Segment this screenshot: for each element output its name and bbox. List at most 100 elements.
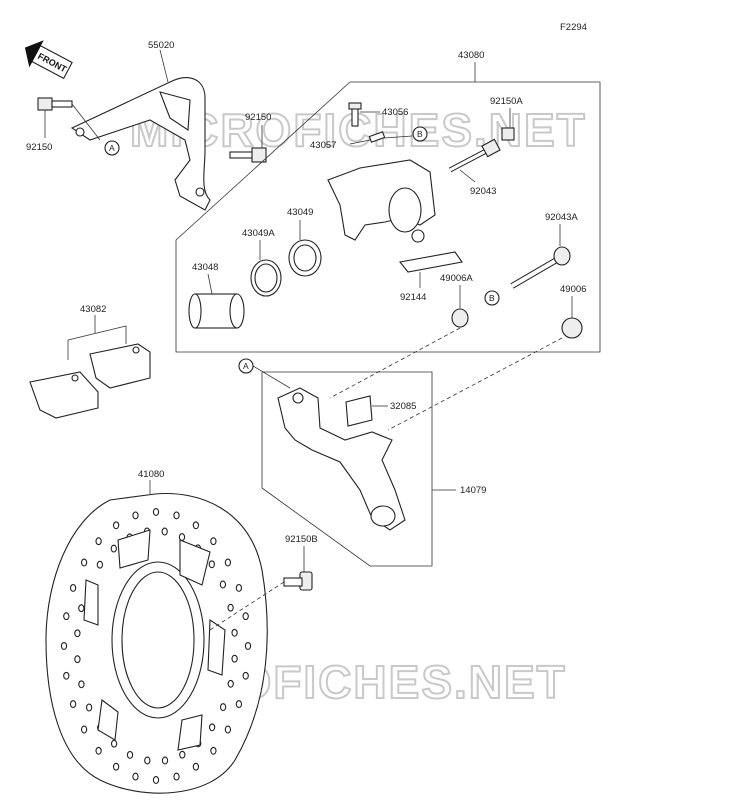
- label-43049A: 43049A: [242, 228, 275, 239]
- disc-hole: [242, 671, 249, 680]
- diagram-code: F2294: [560, 22, 587, 33]
- caliper-assembly-outline: [175, 81, 601, 353]
- disc-hole: [208, 723, 216, 732]
- label-43056: 43056: [382, 107, 408, 118]
- disc-hole: [192, 521, 200, 530]
- label-92144: 92144: [400, 292, 426, 303]
- disc-hole: [69, 700, 77, 709]
- disc-hole: [235, 700, 243, 709]
- disc-hole: [224, 725, 232, 734]
- label-41080: 41080: [138, 469, 164, 480]
- disc-hole: [132, 772, 139, 781]
- pad-retainer-32085: [345, 395, 373, 427]
- piston-43048: [188, 293, 245, 329]
- disc-hole: [74, 629, 81, 638]
- disc-hole: [210, 746, 217, 755]
- disc-hole: [110, 739, 118, 748]
- bolt-92150-mid: [229, 147, 267, 163]
- pin-92043: [448, 138, 501, 173]
- caliper-body: [327, 159, 436, 243]
- disc-hole: [235, 583, 243, 592]
- label-55020: 55020: [148, 40, 174, 51]
- bleeder-valve-43056: [348, 102, 362, 127]
- disc-hole: [85, 703, 93, 712]
- pad-spring-92144: [398, 251, 463, 273]
- bolt-92150B: [283, 571, 313, 591]
- label-92043: 92043: [470, 186, 496, 197]
- disc-hole: [210, 537, 217, 546]
- disc-hole: [110, 544, 117, 553]
- disc-hole: [231, 628, 238, 637]
- label-92043A: 92043A: [545, 212, 578, 223]
- label-92150-left: 92150: [26, 142, 52, 153]
- disc-hole: [144, 756, 151, 765]
- label-32085: 32085: [390, 401, 416, 412]
- disc-hole: [78, 604, 85, 613]
- front-direction-arrow: FRONT: [24, 40, 73, 80]
- disc-hole: [95, 746, 102, 755]
- label-43080: 43080: [458, 50, 484, 61]
- disc-hole: [80, 725, 88, 734]
- ref-b-circle-mid: [484, 290, 500, 306]
- pin-92043A: [510, 246, 571, 289]
- ref-b-label-top: B: [417, 129, 423, 139]
- bolt-92150-left: [37, 97, 73, 111]
- label-49006: 49006: [560, 284, 586, 295]
- caliper-bracket-guard: [70, 77, 211, 211]
- label-43049: 43049: [287, 207, 313, 218]
- disc-hole: [242, 612, 249, 621]
- bushing-49006: [561, 317, 583, 339]
- disc-hole: [219, 580, 227, 589]
- disc-hole: [244, 642, 252, 650]
- label-92150-mid: 92150: [245, 112, 271, 123]
- brake-pad-rear: [29, 371, 99, 419]
- label-43048: 43048: [192, 262, 218, 273]
- ref-a-label-top: A: [109, 143, 115, 153]
- disc-hole: [126, 750, 134, 759]
- disc-hole: [96, 560, 104, 569]
- disc-hole: [152, 508, 160, 516]
- label-49006A: 49006A: [440, 273, 473, 284]
- disc-hole: [112, 521, 120, 530]
- disc-hole: [80, 558, 88, 567]
- disc-hole: [219, 703, 227, 712]
- bushing-49006A: [451, 308, 469, 328]
- disc-hole: [227, 679, 234, 688]
- caliper-holder-14079: [277, 387, 406, 531]
- ref-b-circle-top: [412, 126, 428, 142]
- disc-hole: [179, 750, 186, 759]
- disc-hole: [227, 603, 234, 612]
- label-43057: 43057: [310, 140, 336, 151]
- disc-hole: [132, 511, 139, 520]
- boot-92150A: [501, 127, 515, 141]
- disc-hole: [95, 537, 102, 546]
- brake-pad-front: [89, 343, 151, 389]
- disc-hole: [69, 583, 77, 592]
- holder-assembly-outline: [261, 371, 433, 567]
- disc-hole: [161, 527, 168, 536]
- ref-b-label-mid: B: [489, 293, 495, 303]
- cap-43057: [368, 131, 386, 143]
- disc-hole: [152, 776, 160, 784]
- disc-hole: [173, 511, 180, 520]
- disc-hole: [208, 560, 215, 569]
- disc-hole: [192, 762, 200, 771]
- disc-hole: [63, 671, 70, 680]
- ref-a-label-mid: A: [243, 361, 249, 371]
- label-92150B: 92150B: [285, 534, 318, 545]
- disc-hole: [224, 558, 232, 567]
- disc-hole: [173, 772, 180, 781]
- disc-hole: [60, 642, 68, 650]
- label-43082: 43082: [80, 304, 106, 315]
- disc-hole: [161, 756, 169, 765]
- disc-hole: [231, 654, 238, 663]
- disc-hole: [112, 762, 120, 771]
- label-14079: 14079: [460, 485, 486, 496]
- disc-hole: [78, 680, 85, 689]
- label-92150A: 92150A: [490, 96, 523, 107]
- disc-hole: [74, 655, 81, 664]
- brake-disc-41080: [45, 492, 268, 794]
- disc-hole: [63, 612, 70, 621]
